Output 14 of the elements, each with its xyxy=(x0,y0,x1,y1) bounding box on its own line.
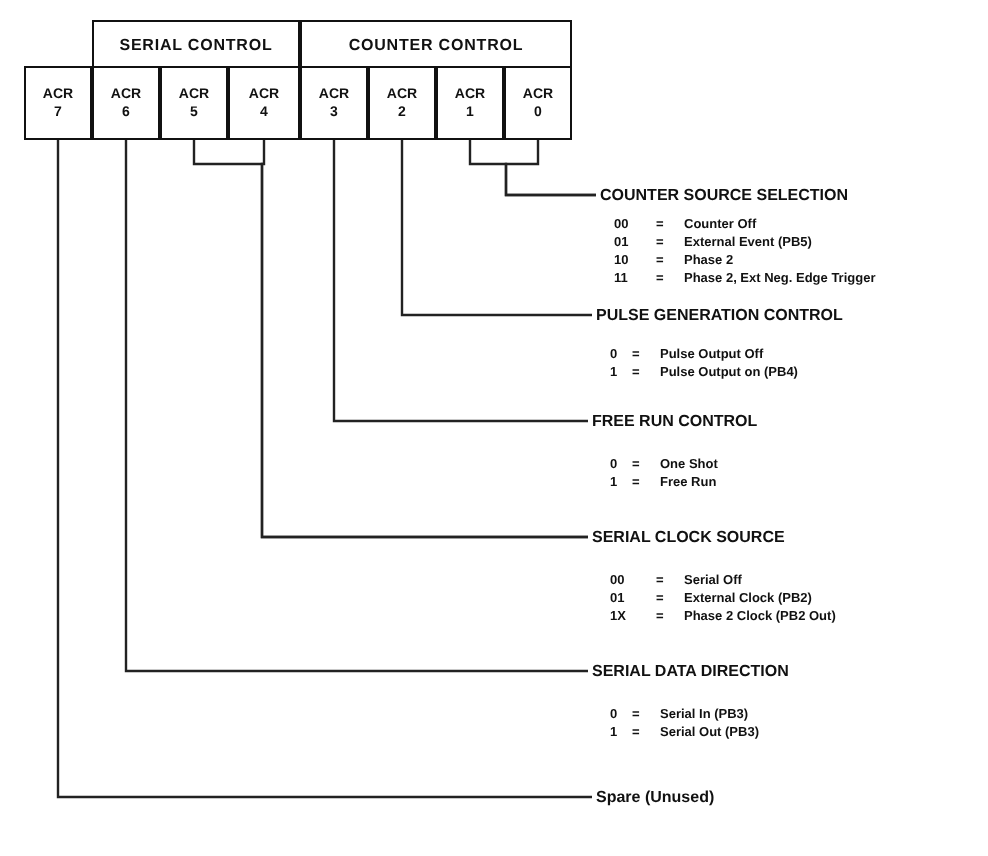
field-group-header: SERIAL CONTROL xyxy=(92,20,300,68)
bit-function-heading: FREE RUN CONTROL xyxy=(592,410,872,432)
bit-function-heading: Spare (Unused) xyxy=(596,786,796,808)
leader-line xyxy=(400,140,592,317)
bit-function-heading: SERIAL CLOCK SOURCE xyxy=(592,526,872,548)
bit-function-heading: SERIAL DATA DIRECTION xyxy=(592,660,872,682)
leader-line xyxy=(56,140,592,799)
leader-line xyxy=(504,140,596,197)
leader-line xyxy=(124,140,588,673)
field-group-header: COUNTER CONTROL xyxy=(300,20,572,68)
leader-line xyxy=(260,140,588,539)
bit-function-heading: COUNTER SOURCE SELECTION xyxy=(600,184,920,206)
bit-function-heading: PULSE GENERATION CONTROL xyxy=(596,304,916,326)
leader-line xyxy=(332,140,588,423)
